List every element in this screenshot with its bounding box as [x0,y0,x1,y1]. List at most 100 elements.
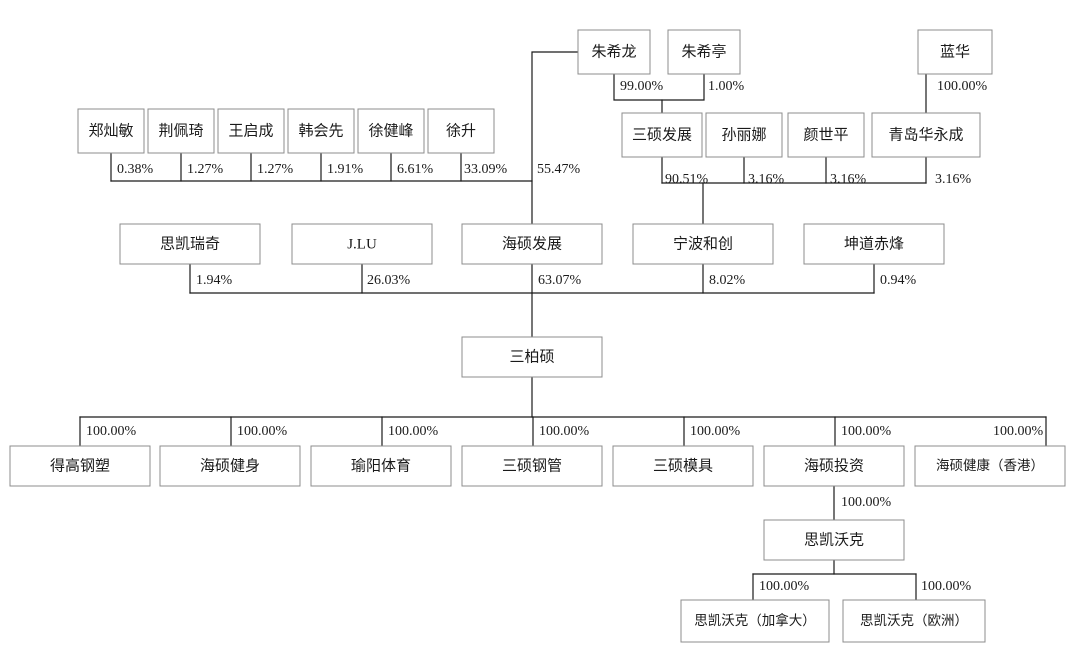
entity-node-qingdaohuayongcheng[interactable]: 青岛华永成 [871,112,981,158]
entity-label-sikaiwoke: 思凯沃克 [804,531,864,548]
entity-node-degaogangsu[interactable]: 得高钢塑 [9,445,151,487]
entity-node-sanshuomuju[interactable]: 三硕模具 [612,445,754,487]
connector-lines-layer [79,51,1047,601]
entity-box-sikaiwoke_eu [842,599,986,643]
entity-box-wangqicheng [217,108,285,154]
entity-label-yanshiping: 颜世平 [803,126,848,143]
entity-node-lanhua[interactable]: 蓝华 [917,29,993,75]
entity-label-zhuxilong: 朱希龙 [591,43,636,60]
percent-label-p-sikairuiqi: 1.94% [196,273,233,288]
entity-box-lanhua [917,29,993,75]
entity-label-zhengcanmin: 郑灿敏 [88,122,133,139]
percent-label-p-yuyangtiyu: 100.00% [388,424,439,439]
entity-label-yuyangtiyu: 瑜阳体育 [351,457,411,474]
entity-node-zhengcanmin[interactable]: 郑灿敏 [77,108,145,154]
entity-node-haishuojiankang[interactable]: 海硕健康（香港） [914,445,1066,487]
entity-box-sikaiwoke [763,519,905,561]
entity-label-haishuojianshen: 海硕健身 [200,457,260,474]
entity-label-xujianfeng: 徐健峰 [368,122,413,139]
entity-label-sanbaishuo: 三柏硕 [509,348,554,365]
entity-box-qingdaohuayongcheng [871,112,981,158]
entity-box-sikairuiqi [119,223,261,265]
percent-label-p-haishuotouzi: 100.00% [841,424,892,439]
entity-node-hanhuixian[interactable]: 韩会先 [287,108,355,154]
entity-label-haishuofazhan: 海硕发展 [502,235,562,252]
entity-box-yanshiping [787,112,865,158]
entity-box-ningbohechuang [632,223,774,265]
entity-box-xujianfeng [357,108,425,154]
connector-e-zhuxilong-bus [531,51,579,182]
entity-node-sikaiwoke_ca[interactable]: 思凯沃克（加拿大） [680,599,830,643]
percent-label-p-haishuojiankang: 100.00% [993,424,1044,439]
entity-node-wangqicheng[interactable]: 王启成 [217,108,285,154]
percent-label-p-xujianfeng: 6.61% [397,162,434,177]
percent-label-p-sunlina: 3.16% [748,172,785,187]
percent-label-p-sikaiwoke-eu: 100.00% [921,579,972,594]
entity-label-haishuotouzi: 海硕投资 [804,457,864,474]
entity-label-kundaochifeng: 坤道赤烽 [844,235,904,252]
percentage-labels-layer: 0.38%1.27%1.27%1.91%6.61%33.09%55.47%99.… [86,79,1044,594]
entity-box-sanshuogangguan [461,445,603,487]
entity-label-sikairuiqi: 思凯瑞奇 [160,235,220,252]
entity-node-xujianfeng[interactable]: 徐健峰 [357,108,425,154]
percent-label-p-wangqicheng: 1.27% [257,162,294,177]
entity-node-kundaochifeng[interactable]: 坤道赤烽 [803,223,945,265]
entity-node-zhuxiting[interactable]: 朱希亭 [667,29,741,75]
entity-node-sanbaishuo[interactable]: 三柏硕 [461,336,603,378]
entity-node-sikaiwoke_eu[interactable]: 思凯沃克（欧洲） [842,599,986,643]
entity-label-ningbohechuang: 宁波和创 [673,235,733,252]
entity-label-sunlina: 孙丽娜 [721,126,766,143]
entity-node-jlu[interactable]: J.LU [291,223,433,265]
entity-box-jingpeiqi [147,108,215,154]
entity-node-sanshuofazhan[interactable]: 三硕发展 [621,112,703,158]
entity-node-sunlina[interactable]: 孙丽娜 [705,112,783,158]
entity-node-haishuotouzi[interactable]: 海硕投资 [763,445,905,487]
entity-box-haishuofazhan [461,223,603,265]
entity-box-haishuojiankang [914,445,1066,487]
entity-box-zhuxilong [577,29,651,75]
percent-label-p-yanshiping: 3.16% [830,172,867,187]
entity-label-sanshuomuju: 三硕模具 [653,457,713,474]
entity-label-haishuojiankang: 海硕健康（香港） [936,457,1044,473]
entity-node-ningbohechuang[interactable]: 宁波和创 [632,223,774,265]
percent-label-p-lanhua-100: 100.00% [937,79,988,94]
entity-box-yuyangtiyu [310,445,452,487]
entity-label-degaogangsu: 得高钢塑 [50,457,110,474]
percent-label-p-zhengcanmin: 0.38% [117,162,154,177]
entity-label-sanshuofazhan: 三硕发展 [632,126,692,143]
entity-label-lanhua: 蓝华 [940,43,970,60]
percent-label-p-xusheng: 33.09% [464,162,508,177]
entity-box-sanbaishuo [461,336,603,378]
entity-box-degaogangsu [9,445,151,487]
entity-node-haishuojianshen[interactable]: 海硕健身 [159,445,301,487]
percent-label-p-sanshuomuju: 100.00% [690,424,741,439]
percent-label-p-jingpeiqi: 1.27% [187,162,224,177]
entity-box-sunlina [705,112,783,158]
percent-label-p-haishuofazhan: 63.07% [538,273,582,288]
entity-node-xusheng[interactable]: 徐升 [427,108,495,154]
connector-e-bus-haishuofazhan [110,180,533,225]
entity-node-sanshuogangguan[interactable]: 三硕钢管 [461,445,603,487]
entity-node-sikaiwoke[interactable]: 思凯沃克 [763,519,905,561]
entity-label-hanhuixian: 韩会先 [298,122,343,139]
entity-box-jlu [291,223,433,265]
entity-node-sikairuiqi[interactable]: 思凯瑞奇 [119,223,261,265]
entity-node-zhuxilong[interactable]: 朱希龙 [577,29,651,75]
percent-label-p-jlu: 26.03% [367,273,411,288]
entity-label-sikaiwoke_eu: 思凯沃克（欧洲） [860,613,968,628]
entity-label-sikaiwoke_ca: 思凯沃克（加拿大） [694,612,816,628]
entity-node-yuyangtiyu[interactable]: 瑜阳体育 [310,445,452,487]
entity-node-jingpeiqi[interactable]: 荆佩琦 [147,108,215,154]
entity-node-haishuofazhan[interactable]: 海硕发展 [461,223,603,265]
entity-label-jingpeiqi: 荆佩琦 [158,122,203,139]
entity-box-zhuxiting [667,29,741,75]
entity-box-haishuotouzi [763,445,905,487]
entity-box-xusheng [427,108,495,154]
percent-label-p-ningbohechuang: 8.02% [709,273,746,288]
percent-label-p-sanshuogangguan: 100.00% [539,424,590,439]
entity-node-yanshiping[interactable]: 颜世平 [787,112,865,158]
percent-label-p-kundaochifeng: 0.94% [880,273,917,288]
entity-box-kundaochifeng [803,223,945,265]
